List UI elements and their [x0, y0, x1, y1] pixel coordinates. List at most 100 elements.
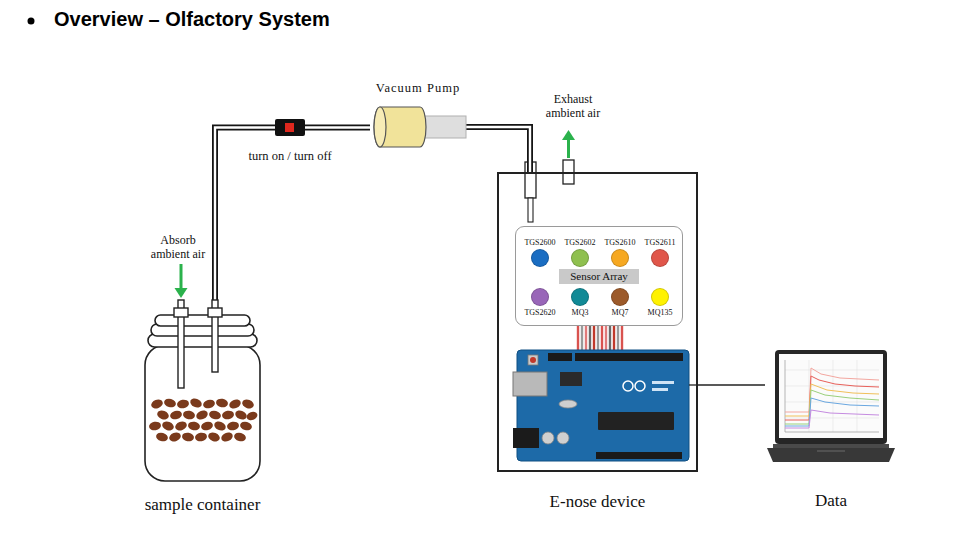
chart-lines-part [785, 390, 879, 424]
arduino-board [513, 350, 689, 461]
exhaust-fitting [562, 130, 575, 184]
chart-grid-part [785, 418, 879, 419]
ribbon-cable-part [597, 326, 599, 352]
ribbon-cable-part [613, 326, 615, 352]
data-cable [698, 385, 765, 386]
sensor-dot: TGS2602 [571, 249, 589, 267]
jar-tubes [174, 300, 222, 388]
chart-grid-part [785, 370, 879, 371]
exhaust-fitting-part [567, 138, 570, 158]
coffee-beans-part [174, 420, 188, 432]
tube-bore [466, 127, 530, 172]
arduino-board-part [652, 381, 674, 384]
node-label: sample container [145, 495, 261, 515]
jar-lid-part [155, 315, 250, 326]
coffee-beans [148, 397, 258, 444]
air-tube [305, 127, 370, 128]
coffee-beans-part [228, 398, 242, 411]
arduino-board-part [575, 353, 683, 361]
arduino-board-part [517, 350, 689, 461]
title-bullet [28, 18, 35, 25]
pump-cylinder [374, 107, 426, 147]
sensor-panel: Sensor ArrayTGS2600TGS2602TGS2610TGS2611… [515, 226, 683, 326]
coffee-beans-part [195, 409, 209, 422]
node-label: MQ7 [612, 308, 629, 317]
ribbon-cable-part [621, 326, 623, 352]
power-switch: turn on / turn off [275, 119, 305, 136]
inlet-fitting-part [528, 198, 533, 222]
enose-housing: E-nose deviceSensor ArrayTGS2600TGS2602T… [497, 172, 698, 472]
coffee-beans-part [208, 409, 222, 420]
coffee-beans-part [234, 409, 248, 422]
ribbon-cable-part [617, 326, 619, 352]
node-label: TGS2610 [604, 238, 635, 247]
exhaust-fitting-part [562, 130, 575, 140]
ribbon-cable-part [585, 326, 587, 352]
coffee-beans-part [233, 431, 247, 442]
absorb-arrow-part [180, 264, 183, 290]
coffee-beans-part [189, 397, 203, 410]
node-label: TGS2620 [524, 308, 555, 317]
arduino-board-part [560, 372, 582, 386]
sensor-dot: TGS2610 [611, 249, 629, 267]
laptop-screen [779, 354, 883, 438]
chart-lines-part [785, 384, 879, 416]
coffee-beans-part [202, 398, 216, 409]
arduino-board-part [635, 381, 645, 391]
chart-grid-part [857, 360, 858, 432]
coffee-beans-part [213, 420, 227, 433]
laptop-bezel [775, 350, 887, 444]
coffee-beans-part [161, 420, 175, 432]
chart-lines-part [785, 410, 879, 428]
ribbon-cable-part [605, 326, 607, 352]
sensor-dot: MQ135 [651, 288, 669, 306]
arduino-board-part [513, 428, 539, 448]
jar-tubes-part [174, 308, 188, 317]
chart-lines [785, 368, 879, 428]
arduino-board-part [623, 381, 633, 391]
coffee-beans-part [169, 409, 183, 420]
node-label: TGS2600 [524, 238, 555, 247]
sample-jar: sample container [140, 300, 265, 485]
arduino-board-part [513, 372, 547, 396]
ribbon-cable [578, 326, 622, 352]
coffee-beans-part [182, 410, 195, 420]
laptop: Data [765, 350, 897, 464]
coffee-beans-part [207, 431, 221, 443]
arduino-board-part [596, 452, 682, 459]
coffee-beans-part [181, 432, 194, 442]
node-label: MQ135 [648, 308, 673, 317]
coffee-beans-part [155, 431, 169, 442]
coffee-beans-part [226, 421, 239, 431]
switch-drawing [275, 119, 305, 136]
ribbon-cable-part [601, 326, 603, 352]
sensor-dot: TGS2611 [651, 249, 669, 267]
coffee-beans-part [176, 399, 189, 409]
node-label: MQ3 [572, 308, 589, 317]
coffee-beans-part [241, 398, 255, 410]
jar-body [145, 345, 260, 481]
chart-lines-part [785, 398, 879, 426]
air-tube [466, 127, 530, 172]
cable-line [698, 384, 765, 385]
coffee-beans-part [194, 432, 207, 442]
node-label: turn on / turn off [248, 149, 331, 163]
absorb-arrow-part [175, 288, 188, 298]
laptop-base [767, 448, 895, 462]
arduino-board-part [557, 432, 569, 444]
chart-axes [785, 360, 879, 432]
arduino-board-part [652, 388, 668, 391]
ribbon-cable-part [581, 326, 583, 352]
coffee-beans-part [245, 410, 258, 421]
arduino-board-part [598, 412, 674, 430]
air-flow-label: Absorb ambient air [146, 233, 210, 261]
coffee-beans-part [156, 409, 170, 421]
ribbon-cable-part [593, 326, 595, 352]
chart-grid [785, 360, 879, 432]
ribbon-cable-part [589, 326, 591, 352]
pump-nozzle [420, 116, 466, 138]
arduino-board-part [542, 432, 554, 444]
jar-lid [148, 315, 257, 347]
sensor-dot: TGS2600 [531, 249, 549, 267]
